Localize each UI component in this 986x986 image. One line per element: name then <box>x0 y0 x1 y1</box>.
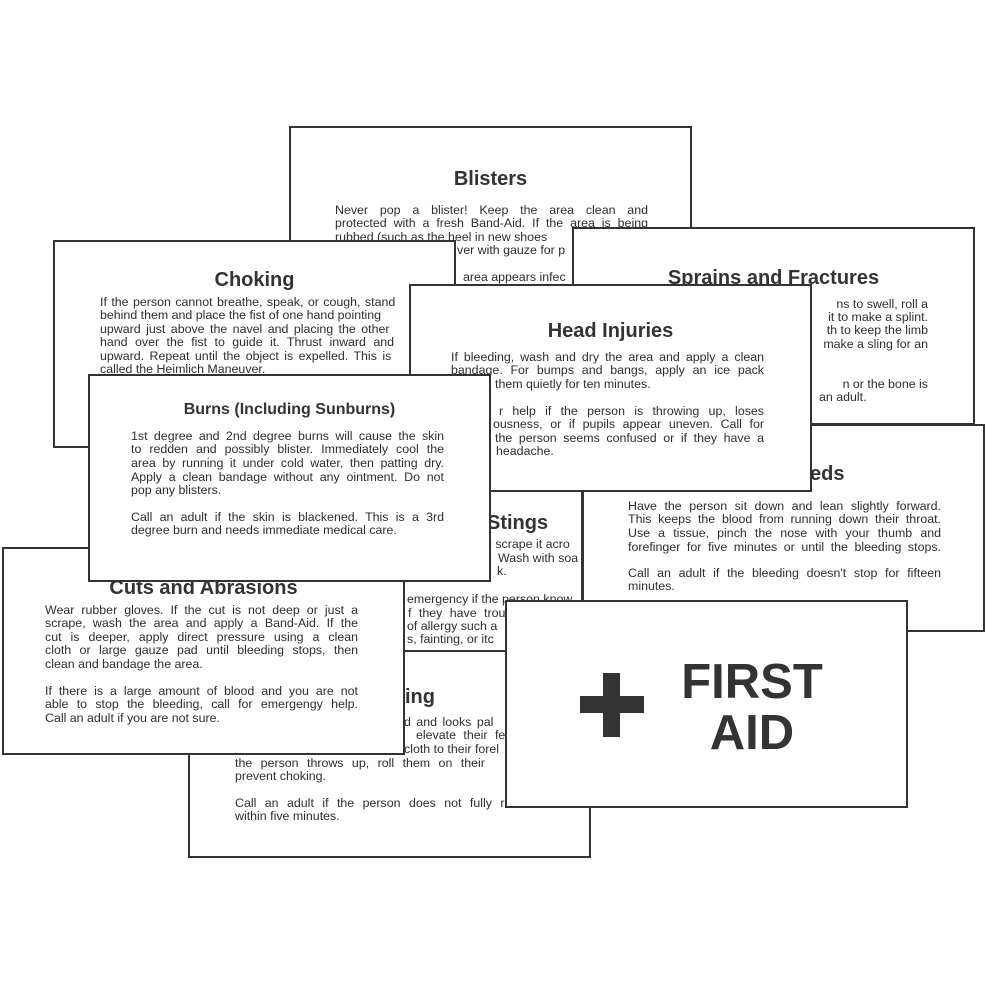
card-text-line: prevent choking. <box>235 769 326 783</box>
card-text-line: d and looks pal <box>404 715 494 729</box>
card-text-line: Call an adult if the skin is blackened. … <box>131 510 444 524</box>
card-text-line: area appears infec <box>463 270 566 284</box>
card-text-line: upward just above the navel and placing … <box>100 322 390 336</box>
card-text-line: Wear rubber gloves. If the cut is not de… <box>45 603 358 617</box>
card-text-line: clean and bandage the area. <box>45 657 203 671</box>
card-text-line: If there is a large amount of blood and … <box>45 684 358 698</box>
card-title: Cuts and Abrasions <box>109 577 298 599</box>
card-text-line: Call an adult if the bleeding doesn't st… <box>628 566 941 580</box>
card-title: Stings <box>487 512 549 534</box>
card-text-line: able to stop the bleeding, call for emer… <box>45 697 358 711</box>
card-text-line: Call an adult if you are not sure. <box>45 711 220 725</box>
card-text-line: r help if the person is throwing up, los… <box>499 404 764 418</box>
first-aid-title-line1: FIRST <box>681 655 823 709</box>
card-text-line: cut is deeper, apply direct pressure usi… <box>45 630 358 644</box>
card-title: Choking <box>214 269 295 291</box>
card-text-line: If the person cannot breathe, speak, or … <box>100 295 396 309</box>
card-first-aid-cover: FIRST AID <box>505 600 908 808</box>
card-text-line: pop any blisters. <box>131 483 222 497</box>
card-title: Blisters <box>453 168 528 190</box>
card-text-line: upward. Repeat until the object is expel… <box>100 349 392 363</box>
card-text-line: area by running it under cold water, the… <box>131 456 444 470</box>
card-text-line: Have the person sit down and lean slight… <box>628 499 941 513</box>
card-text-line: s, fainting, or itc <box>407 632 494 646</box>
card-text-line: Call an adult if the person does not ful… <box>235 796 505 810</box>
card-title: Burns (Including Sunburns) <box>183 401 396 418</box>
card-text-line: an adult. <box>819 390 867 404</box>
card-text-line: forefinger for five minutes or until the… <box>628 540 941 554</box>
card-text-line: hand over the fist to guide it. Thrust i… <box>100 335 395 349</box>
card-text-line: of allergy such a <box>407 619 498 633</box>
card-text-line: behind them and place the fist of one ha… <box>100 308 382 322</box>
card-text-line: within five minutes. <box>235 809 340 823</box>
card-title: Sprains and Fractures <box>667 267 880 289</box>
card-text-line: cloth or large gauze pad until bleeding … <box>45 643 358 657</box>
card-text-line: Use a tissue, pinch the nose with your t… <box>628 526 941 540</box>
card-text-line: degree burn and needs immediate medical … <box>131 523 397 537</box>
card-text-line: Apply a clean bandage without any ointme… <box>131 470 444 484</box>
card-title: eds <box>810 463 845 485</box>
card-text-line: n or the bone is <box>842 377 928 391</box>
card-burns: Burns (Including Sunburns) 1st degree an… <box>88 374 491 582</box>
card-text-line: make a sling for an <box>823 337 928 351</box>
card-title: ing <box>405 686 435 708</box>
card-text-line: k. <box>497 564 507 578</box>
card-text-line: 1st degree and 2nd degree burns will cau… <box>131 429 444 443</box>
first-aid-title-line2: AID <box>709 706 795 760</box>
card-text-line: headache. <box>496 444 554 458</box>
card-text-line: minutes. <box>628 579 675 593</box>
card-text-line: d scrape it acro <box>485 537 570 551</box>
card-text-line: This keeps the blood from running down t… <box>628 512 941 526</box>
card-text-line: th to keep the limb <box>826 323 928 337</box>
card-text-line: f they have trou <box>408 606 506 620</box>
card-text-line: If bleeding, wash and dry the area and a… <box>451 350 764 364</box>
card-text-line: them quietly for ten minutes. <box>495 377 651 391</box>
card-text-line: ousness, or if pupils appear uneven. Cal… <box>493 417 764 431</box>
card-text-line: the person throws up, roll them on their <box>235 756 485 770</box>
card-text-line: the person seems confused or if they hav… <box>495 431 764 445</box>
card-text-line: it to make a splint. <box>828 310 928 324</box>
card-text-line: Never pop a blister! Keep the area clean… <box>335 203 648 217</box>
card-text-line: scrape, wash the area and apply a Band-A… <box>45 616 358 630</box>
card-text-line: bandage. For bumps and bangs, apply an i… <box>451 363 764 377</box>
card-text-line: protected with a fresh Band-Aid. If the … <box>335 216 648 230</box>
card-text-line: elevate their fe <box>416 728 506 742</box>
card-text-line: to redden and possibly blister. Immediat… <box>131 442 444 456</box>
card-text-line: Wash with soa <box>498 551 579 565</box>
card-text-line: ver with gauze for p <box>457 243 566 257</box>
card-text-line: cloth to their forel <box>404 742 500 756</box>
card-text-line: called the Heimlich Maneuver. <box>100 362 266 376</box>
card-text-line: ns to swell, roll a <box>836 297 928 311</box>
card-title: Head Injuries <box>547 320 674 342</box>
